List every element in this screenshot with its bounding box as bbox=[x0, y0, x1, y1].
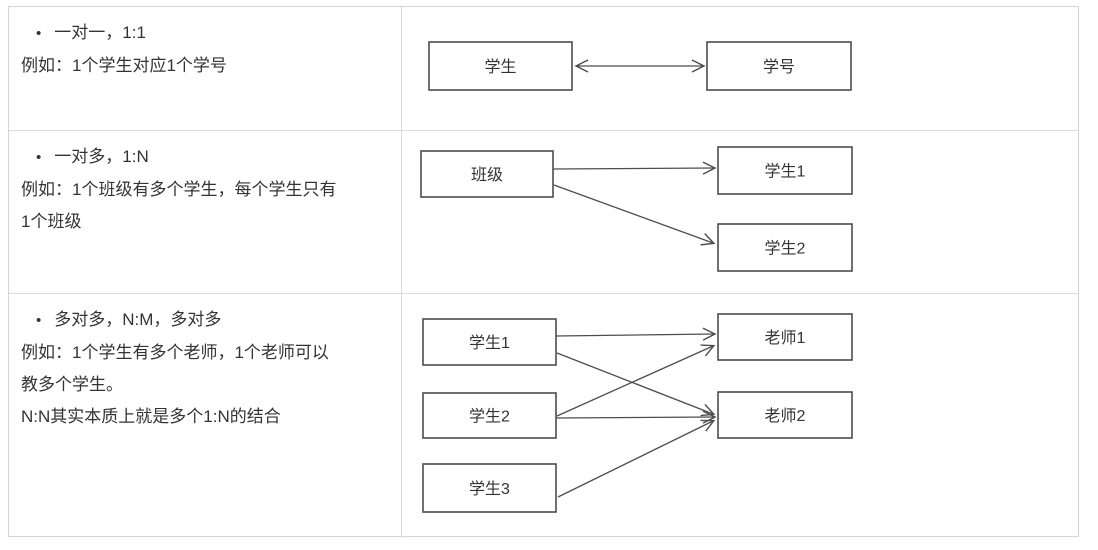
row-title: 一对多，1:N bbox=[54, 147, 149, 166]
entity-box-label: 班级 bbox=[471, 166, 503, 184]
text-cell-one-to-one: • 一对一，1:1 例如：1个学生对应1个学号 bbox=[9, 7, 402, 130]
bullet-icon: • bbox=[36, 149, 42, 166]
arrow-many-to-many bbox=[555, 410, 717, 424]
entity-box-label: 老师2 bbox=[765, 407, 806, 425]
entity-box: 学生2 bbox=[422, 392, 557, 439]
diagram-cell-many-to-many: 学生1 学生2 学生3 老师1 老师2 bbox=[402, 294, 1078, 538]
row-description-line: N:N其实本质上就是多个1:N的结合 bbox=[21, 407, 281, 426]
entity-box: 班级 bbox=[420, 150, 554, 198]
row-description-line: 例如：1个学生对应1个学号 bbox=[21, 56, 227, 75]
arrow-many-to-many bbox=[556, 352, 716, 417]
diagram-cell-one-to-one: 学生 学号 bbox=[402, 7, 1078, 130]
entity-box-label: 学生2 bbox=[469, 408, 510, 426]
entity-box: 学生2 bbox=[717, 223, 853, 272]
diagram-one-to-many: 班级 学生1 学生2 bbox=[420, 146, 853, 272]
table-row-many-to-many: • 多对多，N:M，多对多例如：1个学生有多个老师，1个老师可以教多个学生。 N:N… bbox=[9, 294, 1078, 538]
entity-box-label: 学生1 bbox=[765, 163, 806, 181]
entity-box: 老师1 bbox=[717, 313, 853, 361]
arrow-one-to-many bbox=[553, 184, 716, 246]
diagram-many-to-many: 学生1 学生2 学生3 老师1 老师2 bbox=[422, 313, 853, 513]
arrow-one-to-many bbox=[552, 161, 717, 175]
entity-box-label: 学生2 bbox=[765, 240, 806, 258]
table-row-one-to-one: • 一对一，1:1 例如：1个学生对应1个学号 学生 学号 bbox=[9, 7, 1078, 131]
row-description-line: 教多个学生。 bbox=[21, 375, 123, 394]
arrow-many-to-many bbox=[557, 419, 716, 498]
relationship-table: • 一对一，1:1 例如：1个学生对应1个学号 学生 学号 • 一对多，1:N 例如：1个班级… bbox=[8, 6, 1079, 538]
row-description-line: 例如：1个学生有多个老师，1个老师可以 bbox=[21, 343, 329, 362]
entity-box-label: 学生1 bbox=[469, 334, 510, 352]
row-description-line: 例如：1个班级有多个学生，每个学生只有 bbox=[21, 180, 337, 199]
row-title-line: • 一对一，1:1 bbox=[21, 17, 391, 50]
entity-box-label: 学号 bbox=[763, 58, 795, 76]
row-title-line: • 多对多，N:M，多对多 bbox=[21, 304, 391, 337]
text-cell-many-to-many: • 多对多，N:M，多对多例如：1个学生有多个老师，1个老师可以教多个学生。 N:N… bbox=[9, 294, 402, 538]
row-description-line: 1个班级 bbox=[21, 212, 82, 231]
entity-box: 学生3 bbox=[422, 463, 557, 513]
row-title: 多对多，N:M，多对多 bbox=[54, 310, 222, 329]
arrow-many-to-many bbox=[555, 327, 717, 341]
entity-box: 学生 bbox=[428, 41, 573, 91]
entity-box-label: 学生 bbox=[484, 58, 516, 76]
row-title: 一对一，1:1 bbox=[54, 23, 146, 42]
text-cell-one-to-many: • 一对多，1:N 例如：1个班级有多个学生，每个学生只有 1个班级 bbox=[9, 131, 402, 293]
entity-box: 学生1 bbox=[422, 318, 557, 366]
row-title-line: • 一对多，1:N bbox=[21, 141, 391, 174]
entity-box-label: 老师1 bbox=[765, 329, 806, 347]
diagram-cell-one-to-many: 班级 学生1 学生2 bbox=[402, 131, 1078, 293]
bullet-icon: • bbox=[36, 25, 42, 42]
diagram-one-to-one: 学生 学号 bbox=[428, 41, 852, 91]
entity-box: 学生1 bbox=[717, 146, 853, 195]
arrow-many-to-many bbox=[556, 344, 716, 417]
entity-box-label: 学生3 bbox=[469, 480, 510, 498]
table-row-one-to-many: • 一对多，1:N 例如：1个班级有多个学生，每个学生只有 1个班级 班级 学生1 学生2 bbox=[9, 131, 1078, 294]
entity-box: 学号 bbox=[706, 41, 852, 91]
entity-box: 老师2 bbox=[717, 391, 853, 439]
bullet-icon: • bbox=[36, 312, 42, 329]
